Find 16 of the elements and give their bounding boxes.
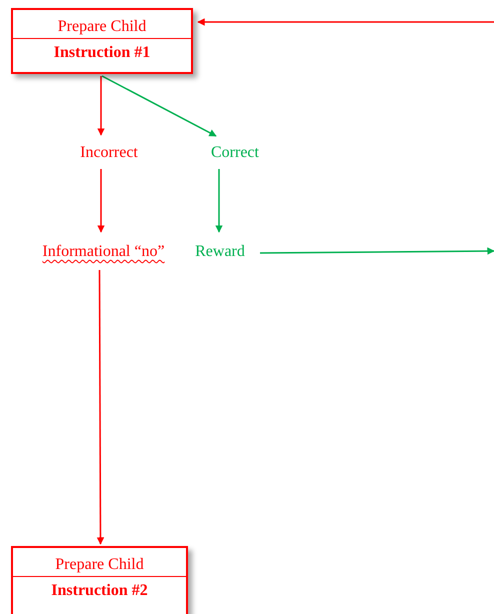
arrow: [215, 169, 223, 233]
box-heading: Prepare Child: [13, 10, 191, 39]
arrow: [260, 247, 494, 255]
box-heading: Prepare Child: [13, 548, 186, 577]
arrow: [197, 18, 494, 26]
arrow: [102, 75, 217, 137]
arrow: [97, 76, 105, 136]
outcome-label: Informational “no”: [26, 242, 181, 262]
box-label: Instruction #1: [52, 43, 152, 63]
process-box: [11, 8, 193, 74]
outcome-label: Correct: [200, 143, 270, 163]
arrow: [97, 169, 105, 233]
box-label: Instruction #2: [50, 581, 149, 601]
outcome-label: Incorrect: [70, 143, 148, 163]
process-box: [11, 546, 188, 614]
outcome-label: Reward: [186, 242, 254, 262]
